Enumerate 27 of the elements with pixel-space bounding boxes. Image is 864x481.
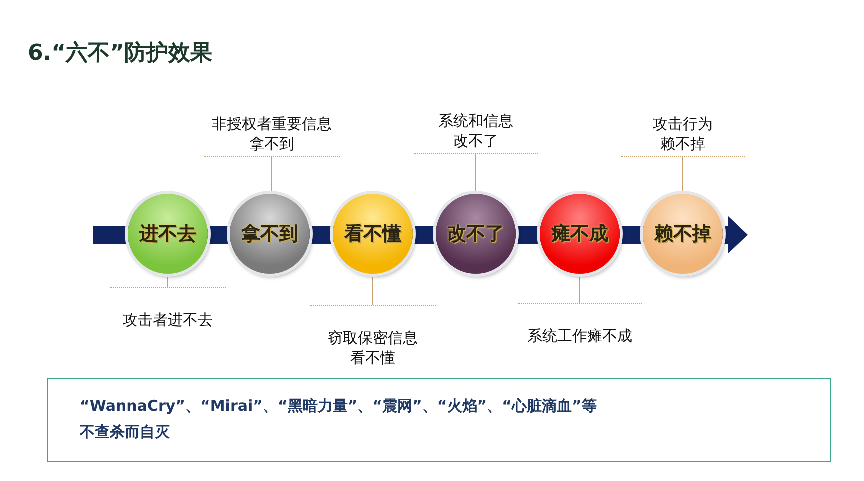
callout [414, 111, 538, 154]
title: 6.“六不”防护效果 [28, 40, 213, 68]
stage-circle [643, 194, 723, 274]
callout [310, 305, 436, 368]
note-text: “WannaCry”、“Mirai”、“黑暗力量”、“震网”、“火焰”、“心脏滴血”等不查杀而自灭 [80, 396, 598, 443]
callout-text: 攻击行为赖不掉 [652, 114, 714, 154]
stage-label: 拿不到 [242, 222, 298, 247]
callout-text: 非授权者重要信息拿不到 [211, 114, 333, 154]
callout-text: 窃取保密信息看不懂 [327, 328, 419, 368]
note-box [47, 378, 831, 462]
stage-circle [333, 194, 413, 274]
callout [110, 287, 226, 330]
callout-text: 攻击者进不去 [122, 310, 214, 330]
callout-text: 系统和信息改不了 [438, 111, 514, 151]
stage-label: 进不去 [140, 222, 196, 247]
stage-label: 看不懂 [344, 222, 402, 247]
stage-label: 改不了 [448, 222, 504, 247]
callout [621, 114, 745, 157]
callout [204, 114, 340, 157]
stage-circle [436, 194, 516, 274]
stage-circle [230, 194, 310, 274]
stage-label: 赖不掉 [654, 222, 712, 247]
callout [518, 303, 642, 346]
stage-circle [540, 194, 620, 274]
stage-circle [128, 194, 208, 274]
stage-label: 瘫不成 [552, 222, 608, 247]
callout-text: 系统工作瘫不成 [526, 326, 634, 346]
